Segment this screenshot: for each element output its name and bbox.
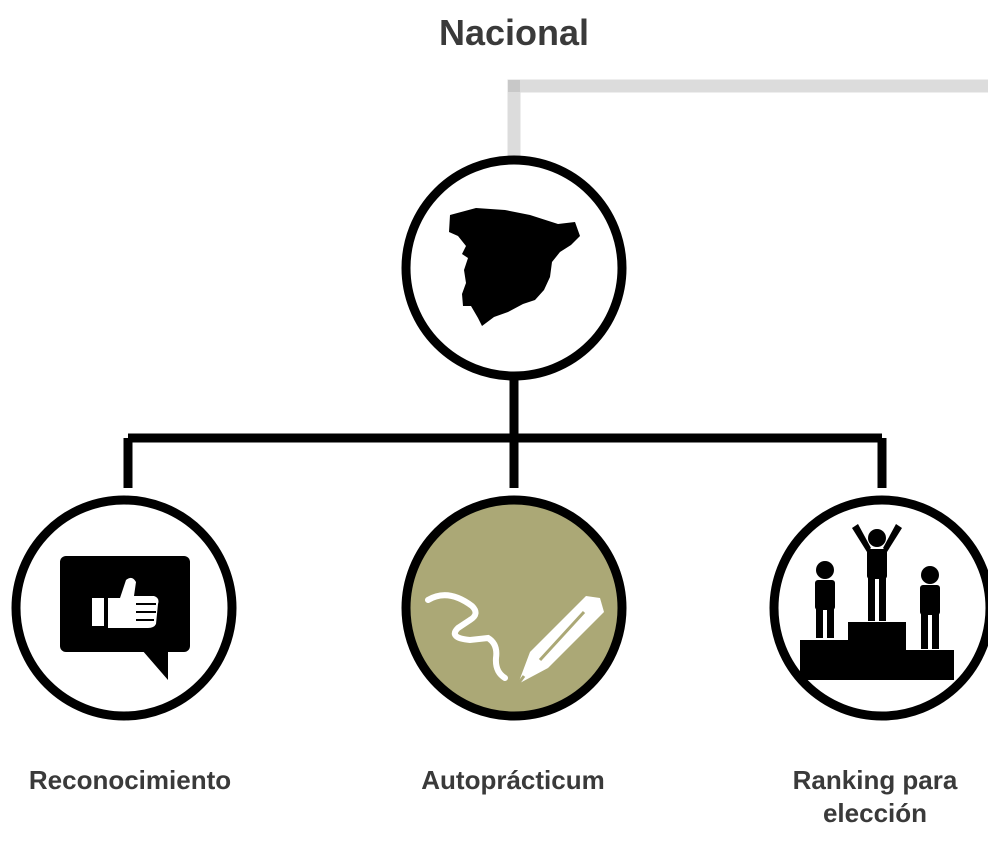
diagram-title: Nacional <box>438 12 590 53</box>
autoprácticum-circle <box>401 495 627 721</box>
pen-signature-icon <box>425 592 604 685</box>
label-ranking-para-eleccion: Ranking para elección <box>792 765 958 828</box>
label-reconocimiento: Reconocimiento <box>28 765 232 795</box>
child-node-ranking <box>769 495 988 721</box>
thumbs-up-speech-bubble-icon <box>60 556 190 680</box>
root-node <box>401 155 627 381</box>
child-node-autoprácticum <box>401 495 627 721</box>
connector-lines <box>123 372 887 488</box>
gray-bracket-corner <box>508 80 520 92</box>
podium-icon <box>800 524 954 680</box>
spain-map-icon <box>449 208 580 326</box>
child-node-reconocimiento <box>11 495 237 721</box>
label-autoprácticum: Autoprácticum <box>421 765 605 795</box>
